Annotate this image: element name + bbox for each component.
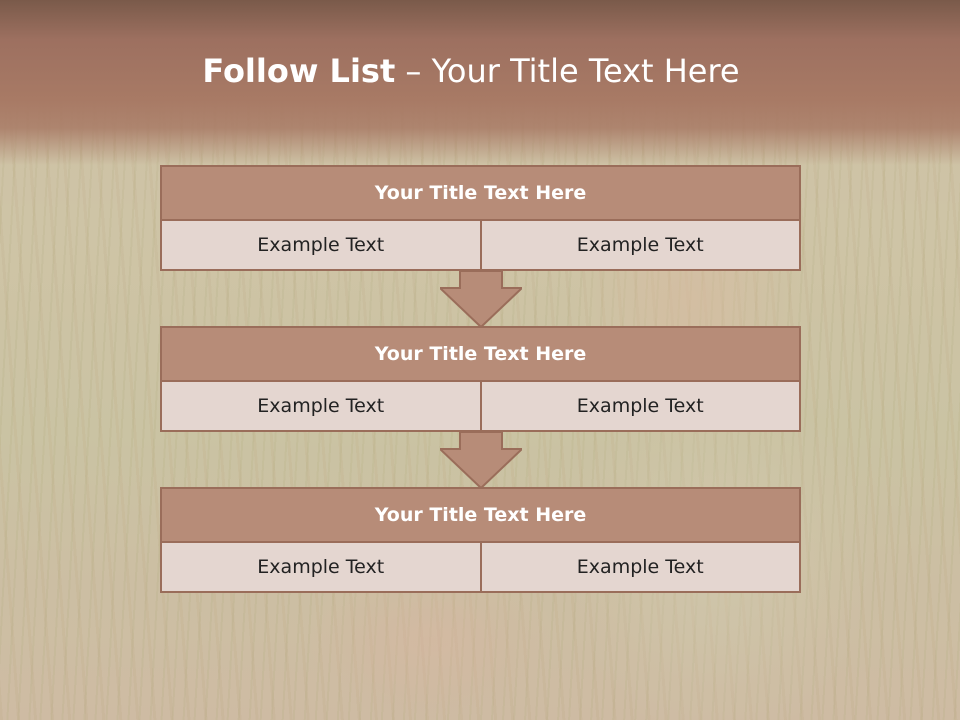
list-block-1: Your Title Text Here Example Text Exampl… [160,165,801,271]
block-cell-left: Example Text [160,221,482,271]
block-title: Your Title Text Here [160,326,801,382]
down-arrow-icon [440,271,522,328]
block-title: Your Title Text Here [160,487,801,543]
block-row: Example Text Example Text [160,382,801,432]
block-row: Example Text Example Text [160,221,801,271]
list-block-3: Your Title Text Here Example Text Exampl… [160,487,801,593]
block-cell-left: Example Text [160,382,482,432]
block-row: Example Text Example Text [160,543,801,593]
block-cell-right: Example Text [481,221,801,271]
down-arrow-icon [440,432,522,489]
list-block-2: Your Title Text Here Example Text Exampl… [160,326,801,432]
slide-title: Follow List – Your Title Text Here [0,52,942,90]
block-cell-right: Example Text [481,543,801,593]
header-band [0,0,960,165]
slide-title-rest: – Your Title Text Here [395,52,740,90]
block-cell-right: Example Text [481,382,801,432]
block-title: Your Title Text Here [160,165,801,221]
block-cell-left: Example Text [160,543,482,593]
slide-title-bold: Follow List [202,52,396,90]
